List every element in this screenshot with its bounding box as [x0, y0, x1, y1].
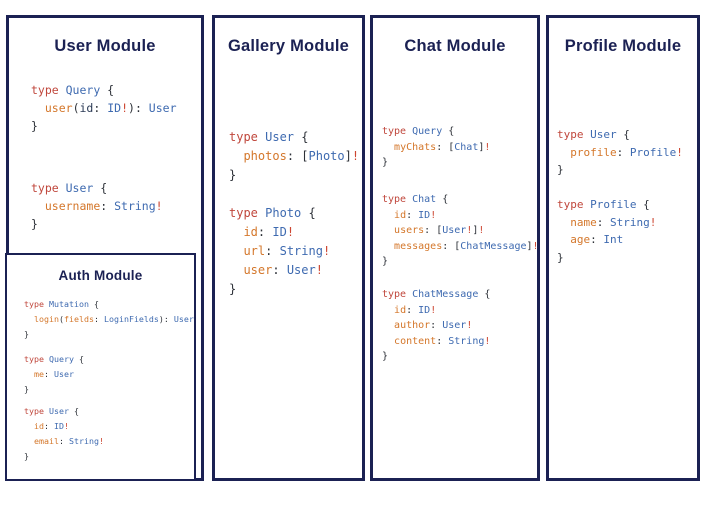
auth-module-panel: Auth Module type Mutation { login(fields… [5, 253, 196, 481]
profile-profile-type-code: type Profile { name: String! age: Int} [557, 196, 656, 266]
code-line: url: String! [243, 244, 331, 258]
code-line: me: User [34, 369, 74, 379]
code-line: author: User! [394, 320, 473, 331]
code-line: type User { [24, 406, 79, 416]
code-line: myChats: [Chat]! [394, 141, 491, 153]
code-line: login(fields: LoginFields): User [34, 314, 194, 324]
code-line: username: String! [44, 199, 163, 213]
code-line: email: String! [34, 436, 104, 446]
code-line: } [557, 250, 564, 264]
code-line: name: String! [570, 215, 657, 229]
code-line: } [382, 256, 389, 267]
code-line: type ChatMessage { [382, 289, 491, 300]
code-line: age: Int [570, 233, 624, 246]
code-line: type Profile { [557, 198, 650, 211]
code-line: id: ID! [394, 304, 437, 316]
code-line: type User { [31, 181, 108, 195]
code-line: type Query { [24, 354, 84, 364]
auth-query-type-code: type Query { me: User} [24, 352, 84, 397]
chat-chat-type-code: type Chat { id: ID! users: [User!]! mess… [382, 192, 539, 270]
code-line: } [24, 329, 29, 339]
code-line: id: ID! [394, 209, 437, 221]
code-line: } [229, 168, 237, 182]
code-line: } [24, 451, 29, 461]
chat-module-title: Chat Module [404, 37, 506, 55]
code-line: user(id: ID!): User [44, 101, 177, 115]
code-line: type Query { [382, 126, 455, 137]
code-line: user: User! [243, 263, 323, 277]
chat-query-type-code: type Query { myChats: [Chat]!} [382, 124, 490, 171]
gallery-module-panel: Gallery Module type User { photos: [Phot… [212, 15, 365, 481]
code-line: photos: [Photo]! [243, 149, 360, 163]
code-line: } [229, 282, 237, 296]
user-user-type-code: type User { username: String!} [31, 179, 163, 233]
code-line: content: String! [394, 335, 491, 347]
auth-user-type-code: type User { id: ID! email: String!} [24, 404, 104, 464]
code-line: type Query { [31, 83, 115, 97]
code-line: id: ID! [243, 225, 295, 239]
gallery-module-title: Gallery Module [227, 37, 350, 55]
code-line: } [382, 351, 389, 362]
chat-chatmessage-type-code: type ChatMessage { id: ID! author: User!… [382, 287, 490, 365]
code-line: } [31, 119, 38, 133]
profile-module-panel: Profile Module type User { profile: Prof… [546, 15, 700, 481]
code-line: profile: Profile! [570, 145, 683, 159]
code-line: messages: [ChatMessage]! [394, 240, 539, 252]
code-line: type User { [557, 128, 630, 141]
chat-module-panel: Chat Module type Query { myChats: [Chat]… [370, 15, 540, 481]
code-line: } [31, 217, 38, 231]
user-module-title: User Module [54, 37, 156, 55]
profile-module-title: Profile Module [564, 37, 682, 55]
code-line: id: ID! [34, 421, 69, 431]
code-line: } [382, 157, 389, 168]
code-line: type Mutation { [24, 299, 99, 309]
code-line: type Photo { [229, 206, 316, 220]
gallery-photo-type-code: type Photo { id: ID! url: String! user: … [229, 204, 330, 299]
code-line: type User { [229, 130, 309, 144]
code-line: } [557, 163, 564, 176]
code-line: } [24, 384, 29, 394]
code-line: type Chat { [382, 194, 449, 205]
auth-mutation-type-code: type Mutation { login(fields: LoginField… [24, 297, 194, 342]
user-query-type-code: type Query { user(id: ID!): User} [31, 81, 177, 135]
code-line: users: [User!]! [394, 225, 485, 236]
profile-user-type-code: type User { profile: Profile!} [557, 126, 683, 179]
auth-module-title: Auth Module [58, 268, 143, 283]
gallery-user-type-code: type User { photos: [Photo]!} [229, 128, 359, 185]
